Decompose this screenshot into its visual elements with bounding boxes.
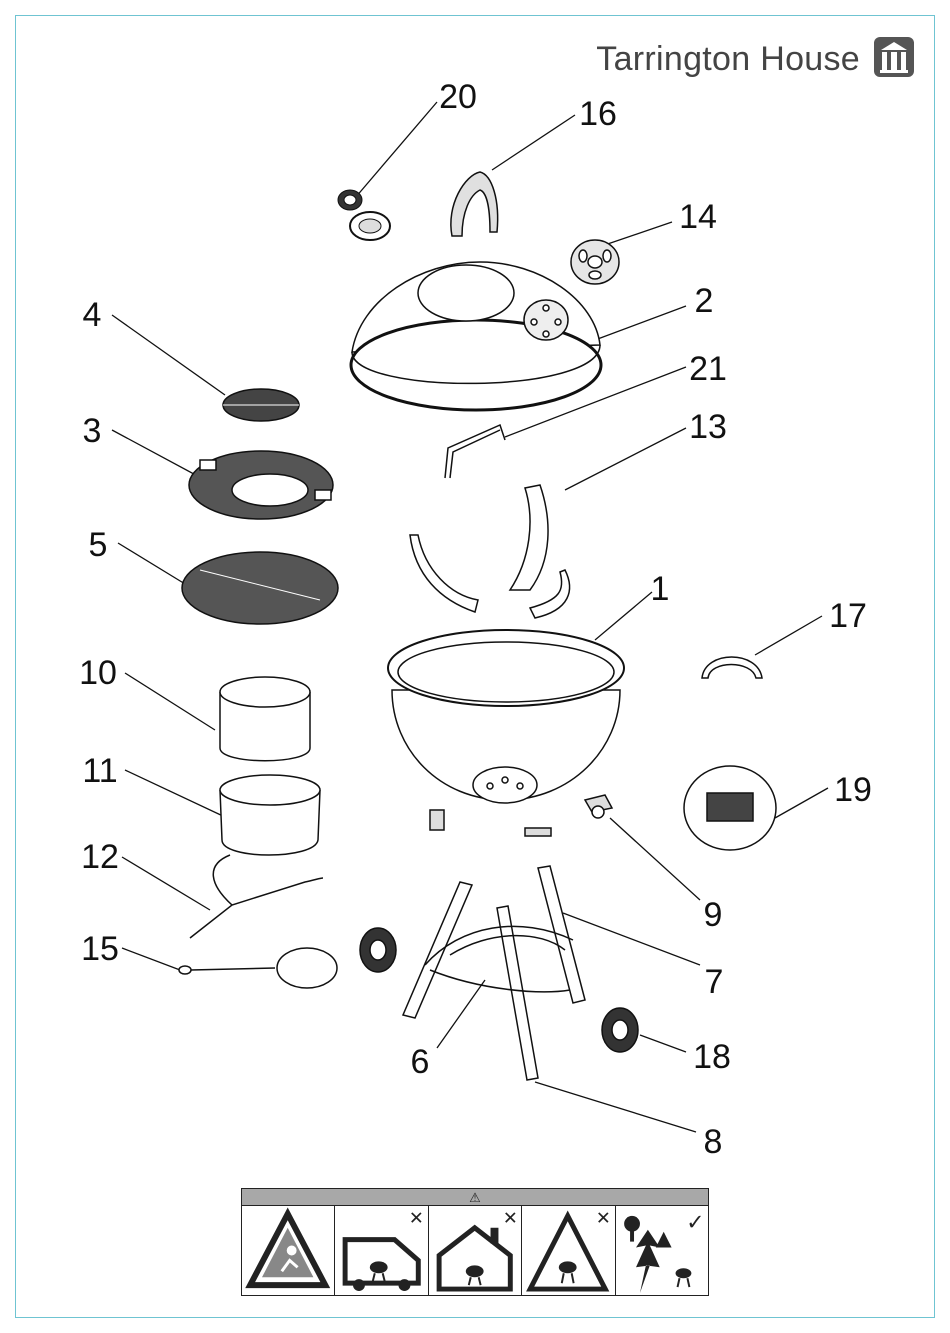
part-number-label: 11 (82, 752, 117, 790)
part-number-label: 14 (679, 198, 717, 236)
part-number-label: 12 (81, 838, 119, 876)
part-number-label: 20 (439, 78, 477, 116)
ash-ring-part (220, 775, 320, 855)
part-number-label: 8 (704, 1123, 723, 1161)
leg-part (403, 866, 585, 1080)
part-number-label: 5 (89, 526, 108, 564)
part-number-label: 4 (83, 296, 102, 334)
no-vehicle-icon: ✕ (335, 1206, 428, 1295)
wheel-part (360, 928, 638, 1052)
no-tent-icon: ✕ (522, 1206, 615, 1295)
person-warning-icon (242, 1206, 335, 1295)
part-number-label: 10 (79, 654, 117, 692)
warning-symbol: ⚠ (469, 1191, 481, 1204)
part-number-label: 1 (651, 570, 670, 608)
lid-part (351, 262, 601, 410)
thermometer-part (338, 190, 390, 240)
part-number-label: 19 (834, 771, 872, 809)
lid-handle-part (451, 172, 498, 236)
part-number-label: 16 (579, 95, 617, 133)
not-allowed-mark: ✕ (596, 1208, 611, 1228)
leg-bracket-part (410, 485, 570, 618)
part-number-label: 17 (829, 597, 867, 635)
vent-part (571, 240, 619, 284)
cooking-grate-part (182, 552, 338, 624)
warning-bar: ⚠ (241, 1188, 709, 1206)
building-logo-icon (874, 37, 914, 77)
charcoal-basket-part (220, 677, 310, 761)
lid-hook-part (445, 425, 505, 478)
not-allowed-mark: ✕ (503, 1208, 518, 1228)
part-number-label: 9 (704, 896, 723, 934)
ash-sweep-part (190, 855, 323, 938)
allowed-mark: ✓ (686, 1210, 704, 1235)
center-grate-part (223, 389, 299, 421)
ring-grate-part (189, 451, 333, 519)
side-handle-part (702, 657, 762, 678)
part-number-label: 21 (689, 350, 727, 388)
heat-shield-part (684, 766, 776, 850)
bowl-part (388, 630, 624, 803)
part-number-label: 2 (695, 282, 714, 320)
not-allowed-mark: ✕ (409, 1208, 424, 1228)
outdoors-ok-icon: ✓ (616, 1206, 708, 1295)
safety-icons: ✕ ✕ ✕ ✓ (241, 1206, 709, 1296)
part-number-label: 6 (411, 1043, 430, 1081)
no-indoors-icon: ✕ (429, 1206, 522, 1295)
part-number-label: 18 (693, 1038, 731, 1076)
tool-part (179, 948, 337, 988)
part-number-label: 7 (705, 963, 724, 1001)
part-number-label: 13 (689, 408, 727, 446)
part-number-label: 3 (83, 412, 102, 450)
part-number-label: 15 (81, 930, 119, 968)
